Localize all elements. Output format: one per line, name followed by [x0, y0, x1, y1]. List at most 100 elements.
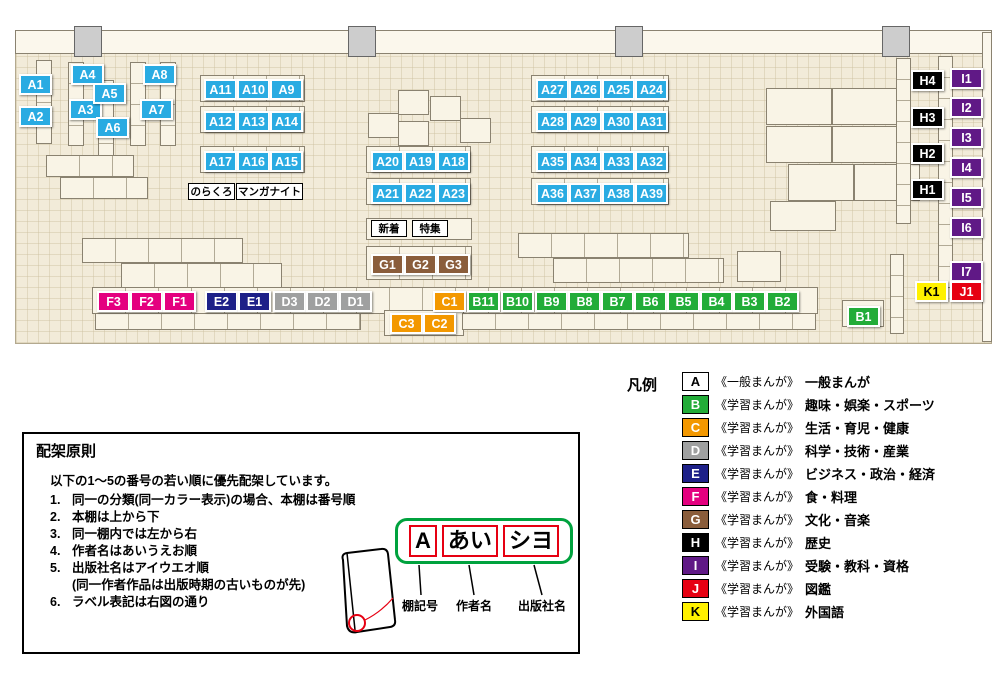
pillar [74, 26, 102, 57]
shelf-label-A20: A20 [371, 151, 404, 172]
wall [15, 30, 992, 54]
legend-category: 受験・教科・資格 [805, 559, 910, 574]
legend-item-K: K 《学習まんが》外国語 [682, 602, 997, 621]
shelf-label-C3: C3 [390, 313, 423, 334]
shelf-block [121, 263, 282, 288]
label-position-circle [348, 614, 366, 632]
shelf-label-F2: F2 [130, 291, 163, 312]
principles-rule: 4. 作者名はあいうえお順 [50, 543, 355, 560]
rule-text: 同一棚内では左から右 [72, 527, 198, 541]
shelf-label-H2: H2 [911, 143, 944, 164]
shelf-label-H3: H3 [911, 107, 944, 128]
shelf-label-A35: A35 [536, 151, 569, 172]
legend-color-box: E [682, 464, 709, 483]
rule-text: 本棚は上から下 [72, 510, 160, 524]
shelf-label-K1: K1 [915, 281, 948, 302]
shelf-block [60, 177, 148, 199]
shelf-block [46, 155, 134, 177]
shelf-label-I3: I3 [950, 127, 983, 148]
legend-item-B: B《学習まんが》趣味・娯楽・スポーツ [682, 395, 997, 414]
shelf-label-A18: A18 [437, 151, 470, 172]
shelf-label-B2: B2 [766, 291, 799, 312]
shelf-label-G2: G2 [404, 254, 437, 275]
rule-number: 4. [50, 544, 61, 558]
rule-number: 5. [50, 561, 61, 575]
legend-series: 《学習まんが》 [715, 513, 800, 527]
rule-text: 作者名はあいうえお順 [72, 544, 198, 558]
legend-category: 文化・音楽 [805, 513, 871, 528]
legend-color-box: K [682, 602, 709, 621]
shelf-label-A31: A31 [635, 111, 668, 132]
legend-title: 凡例 [627, 377, 658, 394]
shelf-label-B10: B10 [501, 291, 534, 312]
shelf-label-H1: H1 [911, 179, 944, 200]
shelf-label-I6: I6 [950, 217, 983, 238]
principles-rule: 2. 本棚は上から下 [50, 509, 355, 526]
rule-number: 2. [50, 510, 61, 524]
shelf-block [832, 88, 898, 125]
shelf-label-A25: A25 [602, 79, 635, 100]
legend-color-box: C [682, 418, 709, 437]
rule-subtext: (同一作者作品は出版時期の古いものが先) [72, 578, 306, 592]
legend-series: 《学習まんが》 [715, 559, 800, 573]
legend-series: 《学習まんが》 [715, 605, 800, 619]
shelf-label-D2: D2 [306, 291, 339, 312]
rule-number: 1. [50, 493, 61, 507]
shelf-label-B4: B4 [700, 291, 733, 312]
shelf-label-A22: A22 [404, 183, 437, 204]
shelf-label-I4: I4 [950, 157, 983, 178]
shelf-label-H4: H4 [911, 70, 944, 91]
shelf-label-B1: B1 [847, 306, 880, 327]
legend-color-box: H [682, 533, 709, 552]
shelf-label-A24: A24 [635, 79, 668, 100]
legend-color-box: G [682, 510, 709, 529]
legend-item-A: A《一般まんが》一般まんが [682, 372, 997, 391]
rule-text: 出版社名はアイウエオ順 [72, 561, 209, 575]
shelf-block [896, 58, 911, 224]
pillar [348, 26, 376, 57]
legend-item-J: J《学習まんが》図鑑 [682, 579, 997, 598]
shelf-label-A30: A30 [602, 111, 635, 132]
legend-category: 科学・技術・産業 [805, 444, 910, 459]
legend-category: 食・料理 [805, 490, 858, 505]
legend-item-E: E《学習まんが》ビジネス・政治・経済 [682, 464, 997, 483]
legend-category: 趣味・娯楽・スポーツ [805, 398, 935, 413]
principles-box: 配架原則 以下の1〜5の番号の若い順に優先配架しています。 1.同一の分類(同一… [22, 432, 580, 654]
shelf-label-A14: A14 [270, 111, 303, 132]
legend-category: 外国語 [805, 605, 845, 620]
legend-color-box: F [682, 487, 709, 506]
shelf-label-E1: E1 [238, 291, 271, 312]
legend-series: 《学習まんが》 [715, 467, 800, 481]
shelf-label-A39: A39 [635, 183, 668, 204]
legend-color-box: B [682, 395, 709, 414]
shelf-label-F3: F3 [97, 291, 130, 312]
sign-label: 特集 [412, 220, 448, 237]
principles-rule: 5. 出版社名はアイウエオ順 [50, 560, 355, 577]
shelf-label-A26: A26 [569, 79, 602, 100]
shelf-label-A33: A33 [602, 151, 635, 172]
shelf-label-A37: A37 [569, 183, 602, 204]
shelf-label-B5: B5 [667, 291, 700, 312]
shelf-label-I7: I7 [950, 261, 983, 282]
shelf-label-A12: A12 [204, 111, 237, 132]
shelf-block [398, 90, 429, 115]
shelf-label-I1: I1 [950, 68, 983, 89]
shelf-label-B6: B6 [634, 291, 667, 312]
shelf-label-C1: C1 [433, 291, 466, 312]
principles-rule: 3.同一棚内では左から右 [50, 526, 355, 543]
shelf-label-A32: A32 [635, 151, 668, 172]
shelf-label-A5: A5 [93, 83, 126, 104]
label-part-publisher: シヨ [502, 525, 559, 557]
shelf-block [36, 60, 52, 144]
principles-intro: 以下の1〜5の番号の若い順に優先配架しています。 [50, 474, 338, 488]
shelf-block [82, 238, 243, 263]
shelf-label-B3: B3 [733, 291, 766, 312]
shelf-label-A2: A2 [19, 106, 52, 127]
legend-item-F: F《学習まんが》食・料理 [682, 487, 997, 506]
shelf-label-A28: A28 [536, 111, 569, 132]
shelf-label-A36: A36 [536, 183, 569, 204]
shelf-block [770, 201, 836, 231]
